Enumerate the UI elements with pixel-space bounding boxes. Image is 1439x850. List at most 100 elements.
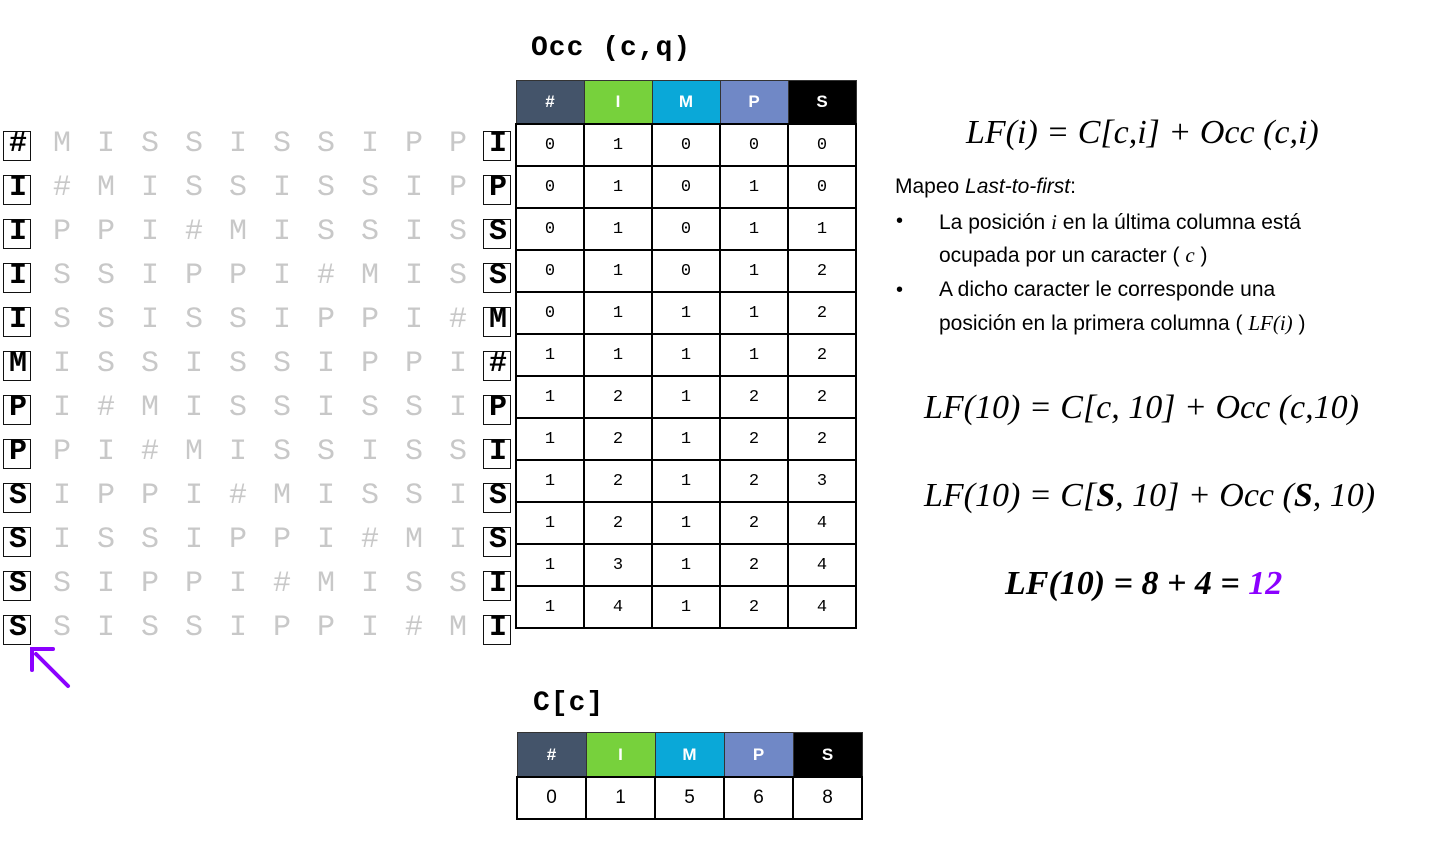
matrix-char: S [448,215,467,249]
matrix-char: S [140,523,159,557]
matrix-char: M [316,567,335,601]
matrix-char: M [448,611,467,645]
matrix-char: S [448,259,467,293]
matrix-char: S [52,611,71,645]
matrix-char: S [448,567,467,601]
matrix-char: I [52,523,71,557]
occ-cell: 1 [651,375,721,419]
purple-arrow-icon [30,647,70,688]
matrix-char: # [448,303,467,337]
matrix-char: I [448,523,467,557]
matrix-char: S [316,215,335,249]
occ-header-cell: # [515,80,585,125]
bullet1-line2: ocupada por un caracter ( c ) [939,243,1208,267]
last-column-char: S [483,260,512,293]
matrix-char: I [360,567,379,601]
last-column-char: I [483,612,512,645]
matrix-char: I [52,479,71,513]
matrix-char: S [96,259,115,293]
occ-cell: 1 [719,291,789,335]
occ-cell: 1 [583,249,653,293]
matrix-char: P [404,127,423,161]
first-column-char: P [3,392,32,425]
matrix-char: S [228,391,247,425]
matrix-char: S [272,127,291,161]
bullet2-line2: posición en la primera columna ( LF(i) ) [939,311,1306,335]
matrix-char: S [404,435,423,469]
occ-cell: 0 [787,123,857,167]
matrix-char: P [360,347,379,381]
matrix-char: I [360,127,379,161]
c-header-cell: I [585,732,656,778]
occ-cell: 1 [515,375,585,419]
occ-cell: 1 [583,291,653,335]
first-column-char: I [3,260,32,293]
occ-cell: 2 [719,543,789,587]
last-column-char: S [483,216,512,249]
matrix-char: S [96,523,115,557]
matrix-char: I [228,567,247,601]
matrix-char: M [272,479,291,513]
occ-cell: 0 [651,249,721,293]
matrix-char: S [140,347,159,381]
first-column-char: I [3,172,32,205]
last-column-char: I [483,436,512,469]
matrix-char: I [140,303,159,337]
occ-cell: 1 [651,585,721,629]
matrix-char: # [360,523,379,557]
matrix-char: M [360,259,379,293]
matrix-char: S [448,435,467,469]
occ-cell: 2 [583,375,653,419]
matrix-char: S [360,391,379,425]
matrix-char: P [448,127,467,161]
c-cell: 8 [792,776,863,820]
occ-cell: 1 [651,291,721,335]
matrix-char: S [272,347,291,381]
occ-cell: 2 [787,249,857,293]
matrix-char: I [272,259,291,293]
occ-header-cell: P [719,80,789,125]
occ-cell: 2 [583,459,653,503]
occ-cell: 1 [719,249,789,293]
matrix-char: I [272,215,291,249]
occ-cell: 0 [515,249,585,293]
matrix-char: P [272,523,291,557]
occ-cell: 1 [651,333,721,377]
matrix-char: P [96,215,115,249]
matrix-char: S [316,127,335,161]
last-column-char: P [483,392,512,425]
last-column-char: S [483,524,512,557]
occ-cell: 1 [583,207,653,251]
occ-cell: 0 [651,165,721,209]
occ-cell: 1 [651,459,721,503]
matrix-char: I [448,391,467,425]
matrix-char: I [272,303,291,337]
occ-cell: 4 [787,501,857,545]
occ-header-cell: I [583,80,653,125]
matrix-char: # [96,391,115,425]
matrix-char: S [140,611,159,645]
matrix-char: I [96,127,115,161]
matrix-char: S [272,435,291,469]
matrix-char: I [228,435,247,469]
occ-cell: 1 [787,207,857,251]
matrix-char: I [140,215,159,249]
matrix-char: # [140,435,159,469]
c-cell: 0 [516,776,587,820]
matrix-char: P [228,523,247,557]
matrix-char: M [184,435,203,469]
matrix-char: P [140,479,159,513]
occ-cell: 0 [515,291,585,335]
occ-cell: 3 [583,543,653,587]
matrix-char: S [184,127,203,161]
matrix-char: S [404,391,423,425]
bullet2-line1: A dicho caracter le corresponde una [939,278,1276,301]
